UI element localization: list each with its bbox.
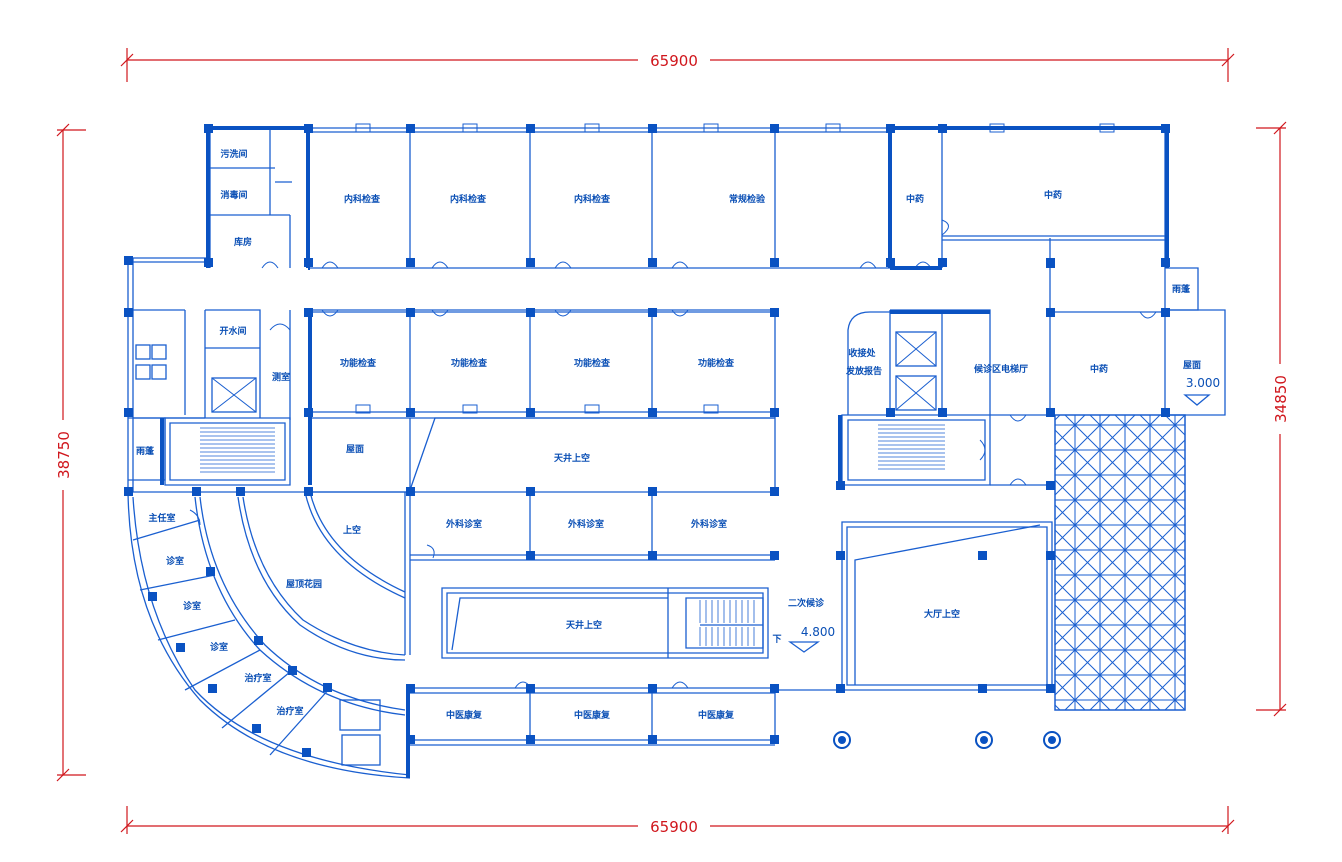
- label-canopy-right: 雨蓬: [1172, 283, 1191, 295]
- round-columns: [833, 731, 1061, 749]
- label-second-waiting: 二次候诊: [788, 597, 825, 609]
- stair-treads: [200, 424, 945, 646]
- label-internal-exam-1: 内科检查: [344, 193, 381, 205]
- label-consult-room-1: 诊室: [166, 555, 184, 567]
- label-func-exam-4: 功能检查: [698, 357, 735, 369]
- dimension-right: 34850: [1272, 375, 1290, 423]
- label-roof-middle: 屋面: [346, 444, 364, 455]
- label-void-above: 上空: [343, 524, 361, 536]
- label-roof-right: 屋面: [1183, 360, 1201, 371]
- label-treatment-room-1: 治疗室: [244, 672, 271, 684]
- label-tcm-pharmacy-3: 中药: [1090, 363, 1108, 375]
- label-func-exam-1: 功能检查: [340, 357, 377, 369]
- room-labels: 污洗间 消毒间 库房 内科检查 内科检查 内科检查 常规检验 中药 中药 中药 …: [136, 148, 1201, 721]
- label-canopy-left: 雨蓬: [136, 445, 155, 457]
- elevator-icons: [211, 331, 937, 413]
- structural-columns: [124, 124, 1170, 757]
- label-consult-room-2: 诊室: [183, 600, 201, 612]
- label-elevator-hall: 候诊区电梯厅: [974, 363, 1028, 375]
- label-tcm-pharmacy-1: 中药: [906, 193, 924, 205]
- label-surgery-room-1: 外科诊室: [445, 518, 482, 530]
- label-func-exam-3: 功能检查: [574, 357, 611, 369]
- label-tcm-rehab-2: 中医康复: [574, 709, 611, 721]
- label-routine-exam: 常规检验: [729, 193, 766, 205]
- label-director-room: 主任室: [148, 512, 175, 524]
- dimension-left: 38750: [55, 431, 73, 479]
- label-stair-down: 下: [772, 634, 781, 645]
- level-markers: 3.000 4.800: [801, 376, 1220, 639]
- dimension-top: 65900: [650, 52, 698, 70]
- label-surgery-room-3: 外科诊室: [690, 518, 727, 530]
- label-disinfection-room: 消毒间: [220, 189, 247, 201]
- label-tcm-pharmacy-2: 中药: [1044, 189, 1062, 201]
- label-surgery-room-2: 外科诊室: [567, 518, 604, 530]
- label-tcm-rehab-1: 中医康复: [446, 709, 483, 721]
- label-water-room: 开水间: [219, 325, 246, 337]
- door-swings: [189, 219, 1157, 689]
- label-internal-exam-3: 内科检查: [574, 193, 611, 205]
- label-toilet: 测室: [272, 371, 290, 383]
- label-roof-garden: 屋顶花园: [286, 578, 322, 590]
- label-treatment-room-2: 治疗室: [276, 705, 303, 717]
- label-atrium-open-1: 天井上空: [554, 452, 590, 464]
- hatched-roof-area: [1054, 414, 1186, 711]
- label-report-desk-line1: 收接处: [848, 347, 876, 359]
- label-internal-exam-2: 内科检查: [450, 193, 487, 205]
- level-waiting: 4.800: [801, 625, 835, 639]
- label-storage: 库房: [234, 236, 252, 248]
- label-sewage-room: 污洗间: [220, 148, 247, 160]
- label-atrium-open-2: 天井上空: [566, 619, 602, 631]
- label-report-desk-line2: 发放报告: [845, 365, 882, 377]
- dimension-bottom: 65900: [650, 818, 698, 836]
- label-consult-room-3: 诊室: [210, 641, 228, 653]
- structural-walls: [160, 126, 1169, 778]
- level-roof: 3.000: [1186, 376, 1220, 390]
- label-tcm-rehab-3: 中医康复: [698, 709, 735, 721]
- label-hall-open: 大厅上空: [924, 608, 960, 620]
- label-func-exam-2: 功能检查: [451, 357, 488, 369]
